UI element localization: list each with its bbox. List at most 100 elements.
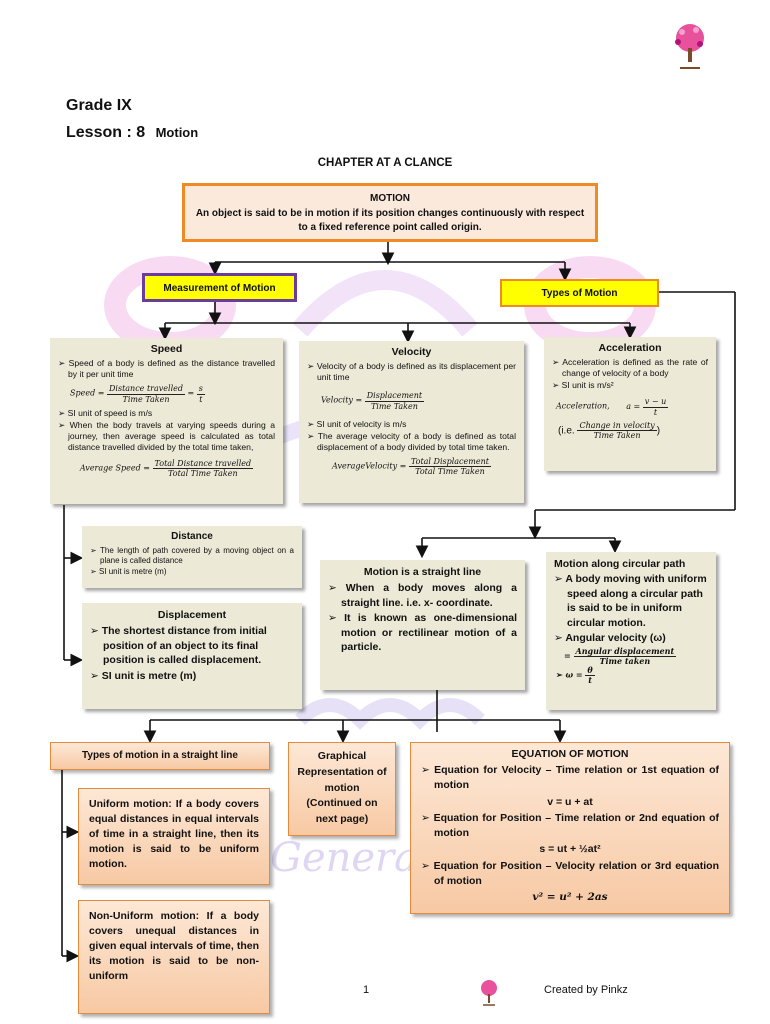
velocity-frac-den: Time Taken — [370, 401, 418, 411]
speed-box: Speed Speed of a body is defined as the … — [50, 338, 283, 504]
equation-title: EQUATION OF MOTION — [511, 748, 629, 760]
types-straight-line-box: Types of motion in a straight line — [50, 742, 270, 770]
velocity-title: Velocity — [391, 346, 432, 358]
equation-of-motion-box: EQUATION OF MOTION Equation for Velocity… — [410, 742, 730, 914]
avg-velocity-label: AverageVelocity = — [332, 461, 407, 471]
ie-den: Time Taken — [593, 431, 641, 440]
distance-definition: The length of path covered by a moving o… — [90, 546, 294, 566]
circular-motion-box: Motion along circular path A body moving… — [546, 552, 716, 710]
acceleration-definition: Acceleration is defined as the rate of c… — [552, 357, 708, 379]
distance-box: Distance The length of path covered by a… — [82, 526, 302, 588]
avg-speed-num: Total Distance travelled — [152, 458, 254, 469]
speed-frac-den: Time Taken — [122, 394, 170, 404]
grade-heading: Grade IX — [66, 97, 132, 114]
third-equation-text: Equation for Position – Velocity relatio… — [421, 859, 719, 889]
distance-si-unit: SI unit is metre (m) — [90, 567, 294, 577]
tree-logo-icon — [675, 24, 704, 69]
angular-num: Angular displacement — [573, 645, 677, 658]
graphical-representation-box: Graphical Representation of motion (Cont… — [288, 742, 396, 836]
velocity-formula-label: Velocity = — [321, 396, 363, 406]
avg-velocity-num: Total Displacement — [408, 456, 491, 467]
measurement-of-motion-box: Measurement of Motion — [142, 273, 297, 302]
motion-title: MOTION — [370, 193, 410, 204]
displacement-definition: The shortest distance from initial posit… — [90, 624, 294, 667]
ie-prefix: (i.e. — [558, 425, 575, 437]
omega-bullet-icon: ➢ — [556, 669, 563, 680]
avg-speed-label: Average Speed = — [79, 463, 150, 473]
avg-speed-den: Total Time Taken — [168, 469, 238, 478]
ie-num: Change in velocity — [577, 420, 657, 431]
lesson-label: Lesson : 8 — [66, 124, 146, 141]
velocity-si-unit: SI unit of velocity is m/s — [307, 419, 516, 430]
velocity-box: Velocity Velocity of a body is defined a… — [299, 341, 524, 503]
second-equation: s = ut + ½at² — [539, 843, 601, 856]
non-uniform-motion-box: Non-Uniform motion: If a body covers une… — [78, 900, 270, 1014]
motion-box: MOTION An object is said to be in motion… — [182, 183, 598, 242]
first-equation-text: Equation for Velocity – Time relation or… — [421, 763, 719, 793]
acceleration-a: a = — [626, 402, 641, 412]
speed-eq-sign: = — [187, 389, 195, 399]
chapter-heading: CHAPTER AT A CLANCE — [317, 157, 453, 169]
third-equation: v² = u² + 2as — [532, 890, 608, 903]
footer-logo-icon — [481, 980, 497, 1006]
speed-frac-num: Distance travelled — [106, 384, 185, 395]
angular-velocity: Angular velocity (ω) — [554, 631, 708, 645]
circular-definition: A body moving with uniform speed along a… — [554, 572, 708, 630]
lesson-heading: Lesson : 8 Motion — [66, 124, 198, 142]
motion-definition: An object is said to be in motion if its… — [195, 207, 585, 234]
velocity-average-text: The average velocity of a body is define… — [307, 431, 516, 453]
first-equation: v = u + at — [547, 795, 593, 808]
acceleration-frac-num: v − u — [642, 397, 669, 408]
omega-den: t — [588, 675, 592, 686]
displacement-box: Displacement The shortest distance from … — [82, 603, 302, 709]
angular-den: Time taken — [599, 656, 651, 667]
types-of-motion-box: Types of Motion — [500, 279, 659, 307]
straight-line-motion-box: Motion is a straight line When a body mo… — [320, 560, 525, 690]
speed-s: s — [196, 384, 205, 395]
straight-line-point-1: When a body moves along a straight line.… — [328, 581, 517, 610]
page-number: 1 — [363, 984, 370, 996]
speed-t: t — [199, 394, 203, 404]
footer-credit: Created by Pinkz — [544, 984, 628, 996]
uniform-motion-box: Uniform motion: If a body covers equal d… — [78, 788, 270, 885]
speed-si-unit: SI unit of speed is m/s — [58, 408, 275, 419]
velocity-definition: Velocity of a body is defined as its dis… — [307, 361, 516, 383]
acceleration-si-unit: SI unit is m/s² — [552, 380, 708, 391]
angular-eq-sign: = — [564, 650, 571, 661]
avg-velocity-den: Total Time Taken — [415, 467, 485, 476]
ie-suffix: ) — [656, 425, 661, 437]
acceleration-box: Acceleration Acceleration is defined as … — [544, 337, 716, 471]
displacement-title: Displacement — [157, 609, 227, 621]
omega-num: θ — [585, 665, 595, 677]
acceleration-title: Acceleration — [598, 342, 662, 354]
speed-formula-label: Speed = — [70, 389, 105, 399]
speed-title: Speed — [150, 343, 183, 355]
lesson-title: Motion — [155, 125, 199, 140]
straight-line-point-2: It is known as one-dimensional motion or… — [328, 611, 517, 654]
velocity-frac-num: Displacement — [364, 391, 425, 402]
straight-line-title: Motion is a straight line — [363, 566, 482, 578]
acceleration-formula-label: Acceleration, — [556, 402, 610, 412]
displacement-si-unit: SI unit is metre (m) — [90, 669, 294, 683]
distance-title: Distance — [171, 531, 213, 542]
speed-definition: Speed of a body is defined as the distan… — [58, 358, 275, 380]
circular-title: Motion along circular path — [554, 558, 686, 570]
speed-average-text: When the body travels at varying speeds … — [58, 420, 275, 453]
average-speed-formula: Average Speed = Total Distance travelled… — [58, 459, 275, 478]
